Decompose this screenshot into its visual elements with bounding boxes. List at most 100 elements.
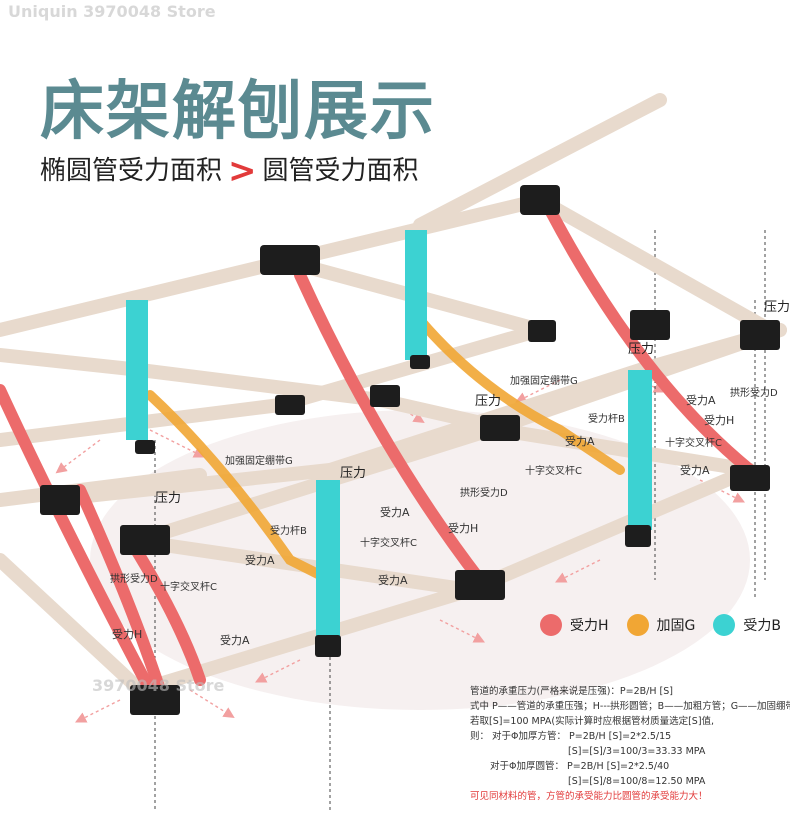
joint [740, 320, 780, 350]
arrow-line [554, 559, 601, 583]
reinforce-straps [145, 315, 625, 580]
legend-label: 受力H [570, 618, 609, 634]
joint [455, 570, 505, 600]
label-force-a: 受力A [680, 464, 710, 477]
legend: 受力H 加固G 受力B [540, 614, 781, 636]
label-cross-bar: 十字交叉杆C [360, 538, 417, 549]
label-force-a: 受力A [380, 506, 410, 519]
joint [275, 395, 305, 415]
arch-leg [0, 384, 156, 696]
formula-line: 则： 对于Φ加厚方管： P=2B/H [S]=2*2.5/15 [470, 731, 672, 742]
formula-line: 对于Φ加厚圆管： P=2B/H [S]=2*2.5/40 [490, 761, 670, 772]
joint [260, 245, 320, 275]
arrow-line [74, 699, 121, 723]
label-force-h: 受力H [704, 414, 735, 427]
label-arch-force: 拱形受力D [730, 388, 778, 399]
arch-leg [124, 534, 206, 686]
label-cross-bar: 十字交叉杆C [525, 466, 582, 477]
legend-item: 加固G [626, 614, 696, 636]
strap [415, 315, 625, 475]
arch-leg [294, 269, 486, 586]
joint [625, 525, 651, 547]
formula-conclusion: 可见同材料的管，方管的承受能力比圆管的承受能力大！ [470, 791, 708, 802]
formula-line: [S]=[S]/8=100/8=12.50 MPA [568, 776, 706, 787]
arrow-line [189, 689, 235, 718]
formula-line: 若取[S]=100 MPA(实际计算时应根据管材质量选定[S]值, [470, 716, 715, 727]
label-force-bar: 受力杆B [588, 414, 625, 425]
formula-line: 式中 P——管道的承重压强；H---拱形圆管；B——加粗方管；G——加固绷带 [470, 701, 790, 712]
arrow-line [55, 439, 101, 474]
frame-bar [533, 193, 777, 337]
label-force-h: 受力H [112, 628, 143, 641]
support-post [316, 480, 340, 640]
legend-dot-force-b [713, 614, 736, 636]
frame-bar [133, 363, 387, 407]
joint [520, 185, 560, 215]
legend-item: 受力B [713, 614, 781, 636]
arrow-line [514, 379, 561, 403]
frame-bar [493, 423, 757, 477]
label-pressure: 压力 [764, 300, 790, 315]
label-reinforce-strap: 加强固定绷带G [510, 376, 578, 387]
label-force-a: 受力A [378, 574, 408, 587]
joint [630, 310, 670, 340]
label-force-bar: 受力杆B [270, 526, 307, 537]
support-post [628, 370, 652, 530]
formula-line: [S]=[S]/3=100/3=33.33 MPA [568, 746, 706, 757]
label-arch-force: 拱形受力D [110, 574, 158, 585]
legend-item: 受力H [540, 614, 609, 636]
support-post [126, 300, 148, 440]
subtitle-right: 圆管受力面积 [262, 156, 419, 186]
frame-bar [273, 323, 547, 412]
legend-label: 加固G [656, 618, 696, 634]
label-force-h: 受力H [448, 522, 479, 535]
subtitle-left: 椭圆管受力面积 [40, 156, 223, 186]
frame-bar [0, 468, 207, 507]
greater-than-symbol: > [228, 151, 257, 191]
legend-dot-reinforce-g [626, 614, 649, 636]
label-reinforce-strap: 加强固定绷带G [225, 456, 293, 467]
frame-bar [463, 463, 757, 597]
frame-bar [0, 253, 297, 337]
support-posts [126, 230, 652, 640]
label-pressure: 压力 [340, 466, 367, 481]
joint [40, 485, 80, 515]
label-force-a: 受力A [220, 634, 250, 647]
frame-bar [413, 93, 667, 232]
formula-line: 管道的承重压力(严格来说是压强)：P=2B/H [S] [470, 686, 673, 697]
frame-bar [0, 553, 147, 697]
label-force-a: 受力A [245, 554, 275, 567]
formula-block: 管道的承重压力(严格来说是压强)：P=2B/H [S] 式中 P——管道的承重压… [470, 684, 790, 804]
label-pressure: 压力 [475, 394, 502, 409]
joint [480, 415, 520, 441]
joint [135, 440, 155, 454]
label-cross-bar: 十字交叉杆C [160, 582, 217, 593]
arrow-line [254, 659, 301, 683]
watermark-top: Uniquin 3970048 Store [8, 2, 216, 21]
subtitle: 椭圆管受力面积>圆管受力面积 [40, 150, 419, 191]
joint [370, 385, 400, 407]
arch-leg [74, 484, 166, 696]
legend-dot-force-h [540, 614, 562, 636]
arch-legs [0, 204, 756, 696]
support-post [405, 230, 427, 360]
legend-label: 受力B [743, 618, 781, 634]
joint [410, 355, 430, 369]
arrow-line [439, 619, 486, 643]
page-title: 床架解刨展示 [40, 75, 436, 149]
joint [120, 525, 170, 555]
joint [315, 635, 341, 657]
frame-bar [0, 348, 147, 377]
label-force-a: 受力A [565, 435, 595, 448]
label-pressure: 压力 [155, 491, 182, 506]
label-arch-force: 拱形受力D [460, 488, 508, 499]
strap [145, 390, 325, 580]
label-cross-bar: 十字交叉杆C [665, 438, 722, 449]
joint [130, 685, 180, 715]
joint [730, 465, 770, 491]
label-pressure: 压力 [628, 342, 655, 357]
joint [528, 320, 556, 342]
frame-bar [133, 423, 497, 547]
